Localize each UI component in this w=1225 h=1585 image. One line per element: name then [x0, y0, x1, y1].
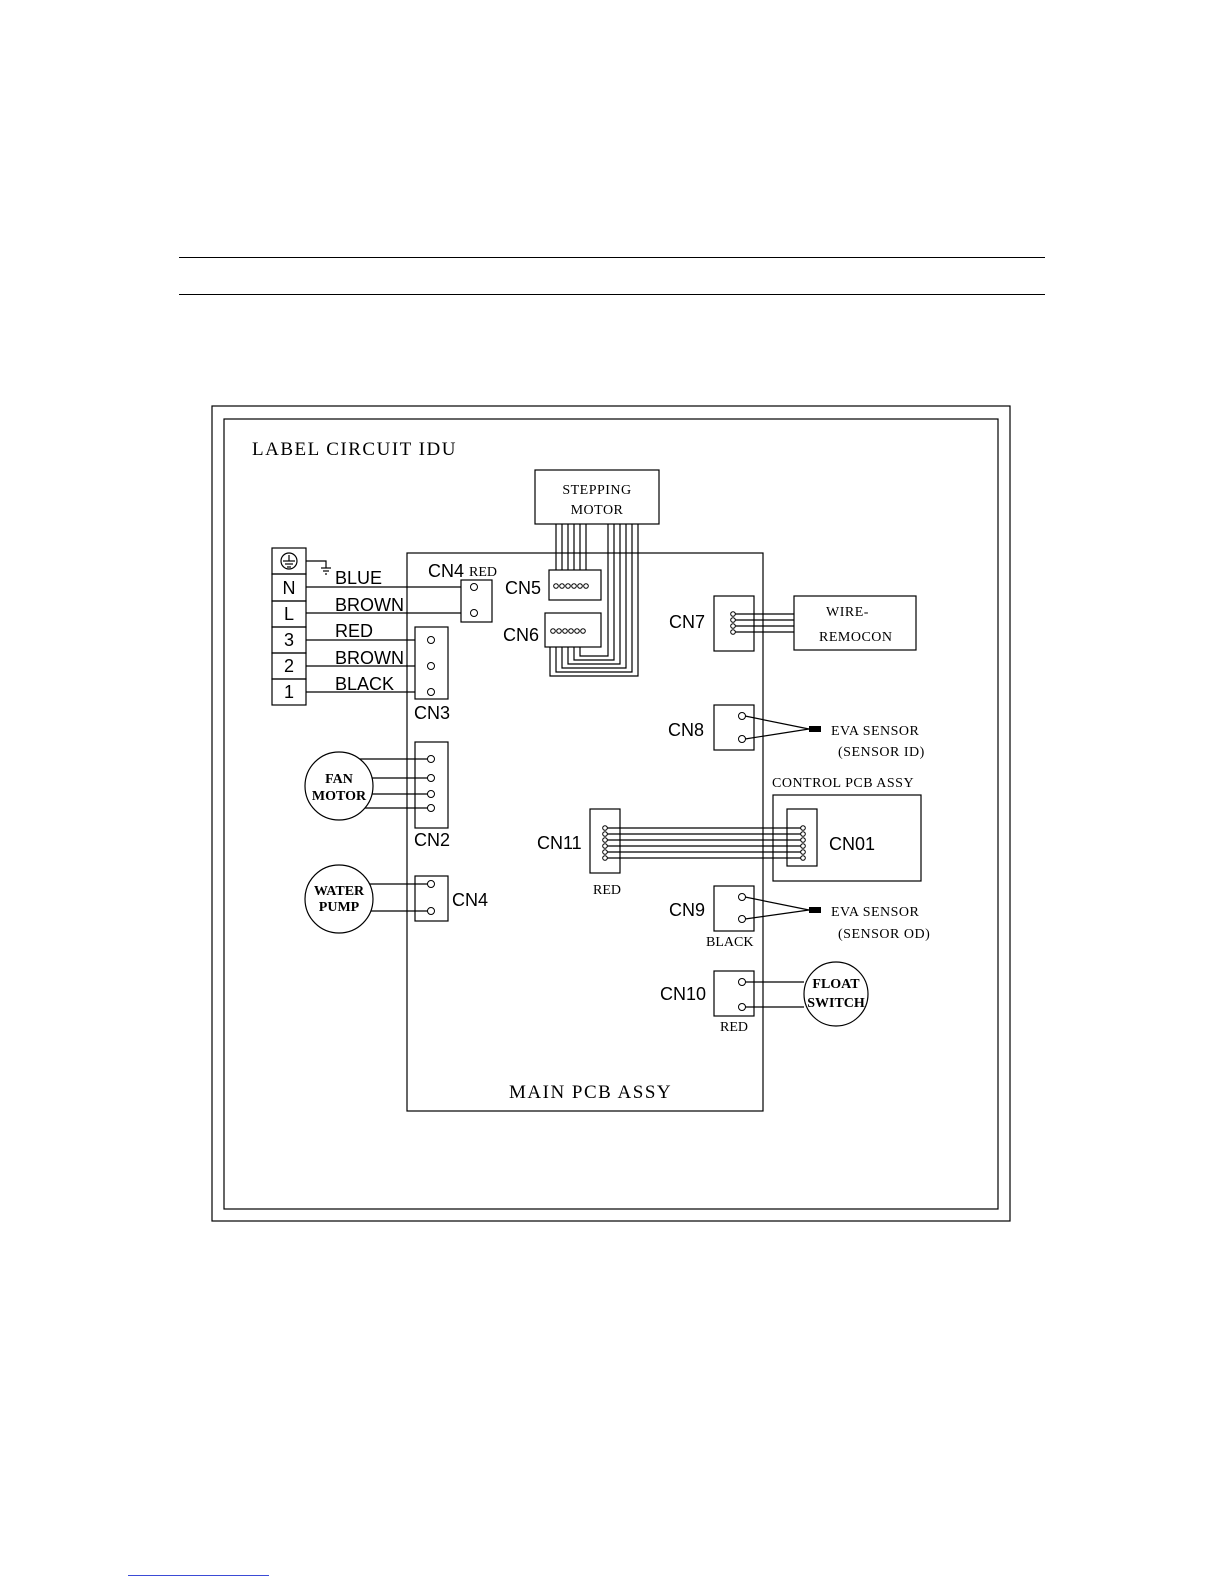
cn9-connector	[714, 886, 754, 931]
diagram-title: LABEL CIRCUIT IDU	[252, 439, 457, 460]
water-pump-line2: PUMP	[319, 900, 360, 915]
terminal-3: 3	[284, 630, 294, 650]
wire-color-red: RED	[335, 621, 373, 641]
cn5-label: CN5	[505, 578, 541, 598]
float-switch-line2: SWITCH	[807, 996, 865, 1011]
wire-color-brown-l: BROWN	[335, 595, 404, 615]
cn10-connector	[714, 971, 754, 1016]
cn11-color: RED	[593, 883, 621, 898]
terminal-2: 2	[284, 656, 294, 676]
wire-remocon-line2: REMOCON	[819, 630, 893, 645]
cn4-top-label: CN4	[428, 561, 464, 581]
cn6-label: CN6	[503, 625, 539, 645]
cn2-connector	[415, 742, 448, 828]
eva-sensor-od-line1: EVA SENSOR	[831, 905, 920, 920]
eva-sensor-od-probe	[809, 907, 821, 913]
cn10-color: RED	[720, 1020, 748, 1035]
fan-motor-line1: FAN	[325, 772, 353, 787]
water-pump	[305, 865, 373, 933]
terminal-1: 1	[284, 682, 294, 702]
cn4-top-color: RED	[469, 565, 497, 580]
wire-color-blue: BLUE	[335, 568, 382, 588]
terminal-n: N	[283, 578, 296, 598]
cn2-label: CN2	[414, 830, 450, 850]
terminal-l: L	[284, 604, 294, 624]
eva-sensor-od-line2: (SENSOR OD)	[838, 927, 930, 942]
cn8-connector	[714, 705, 754, 750]
cn3-label: CN3	[414, 703, 450, 723]
stepping-motor-line1: STEPPING	[562, 483, 631, 498]
float-switch	[804, 962, 868, 1026]
wire-remocon-line1: WIRE-	[826, 605, 869, 620]
cn11-label: CN11	[537, 833, 582, 853]
eva-sensor-id-line2: (SENSOR ID)	[838, 745, 925, 760]
wire-color-black: BLACK	[335, 674, 394, 694]
cn7-label: CN7	[669, 612, 705, 632]
eva-sensor-id-probe	[809, 726, 821, 732]
float-switch-line1: FLOAT	[812, 977, 860, 992]
wire-color-brown-2: BROWN	[335, 648, 404, 668]
control-pcb-label: CONTROL PCB ASSY	[772, 776, 914, 791]
water-pump-line1: WATER	[314, 884, 365, 899]
cn9-label: CN9	[669, 900, 705, 920]
cn10-label: CN10	[660, 984, 706, 1004]
cn01-label: CN01	[829, 834, 875, 854]
main-pcb-label: MAIN PCB ASSY	[509, 1082, 672, 1103]
stepping-motor-line2: MOTOR	[571, 503, 624, 518]
cn9-color: BLACK	[706, 935, 753, 950]
eva-sensor-id-line1: EVA SENSOR	[831, 724, 920, 739]
fan-motor-line2: MOTOR	[312, 789, 367, 804]
cn4-bottom-label: CN4	[452, 890, 488, 910]
cn11-cn01-wires	[606, 828, 801, 858]
cn8-label: CN8	[668, 720, 704, 740]
